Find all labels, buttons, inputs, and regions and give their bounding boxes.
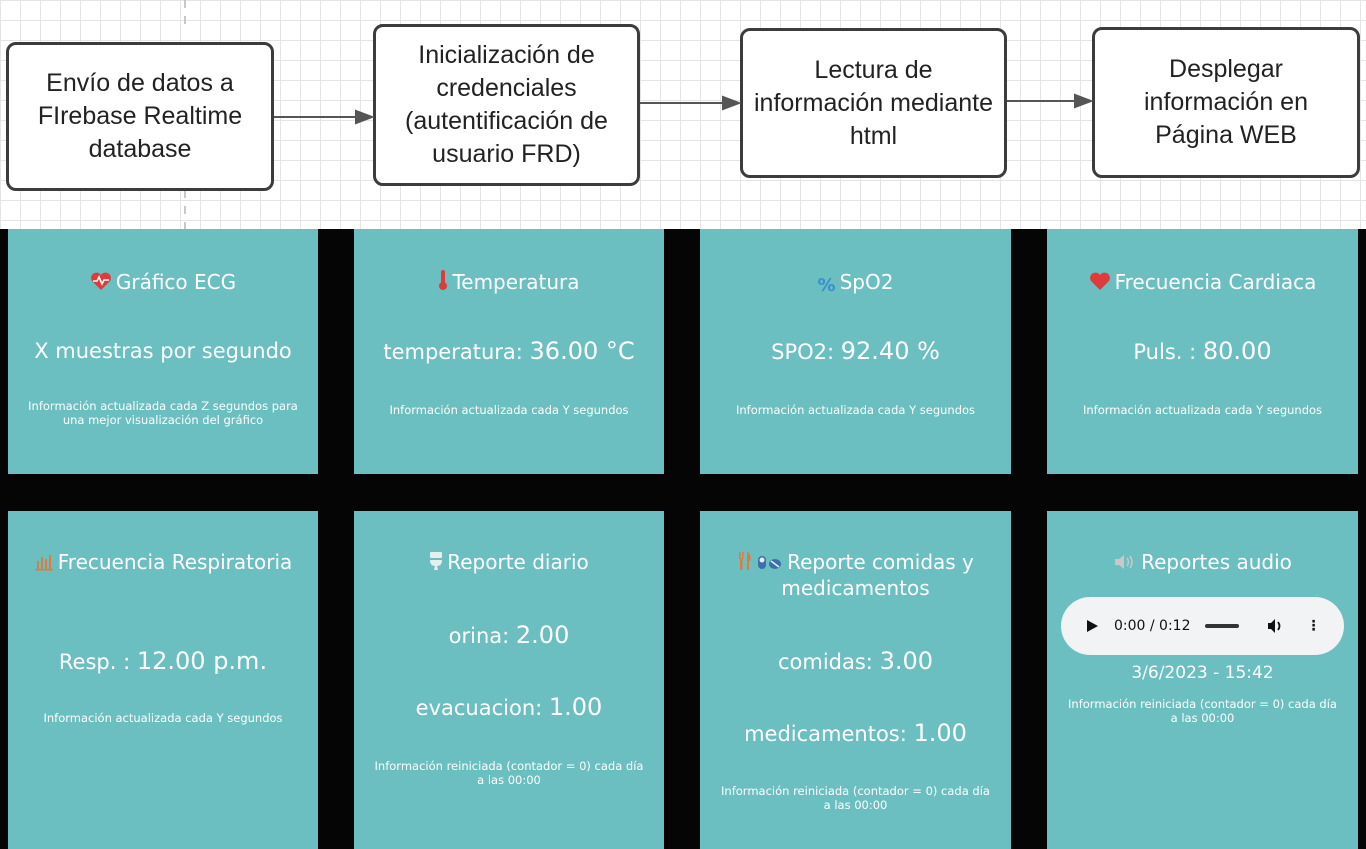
spo2-label: SPO2: [771,340,841,364]
pills-icon [758,556,782,569]
card-value: Resp. : 12.00 p.m. [8,647,318,676]
card-title: Frecuencia Cardiaca [1047,269,1358,295]
card-note: Información reiniciada (contador = 0) ca… [721,784,990,812]
card-spo2: %SpO2 SPO2: 92.40 % Información actualiz… [700,229,1011,474]
card-title-text: Reporte diario [447,550,589,574]
card-value: Puls. : 80.00 [1047,337,1358,366]
flow-step-read-html: Lectura de información mediante html [740,28,1007,178]
pulse-value: 80.00 [1202,337,1272,365]
card-title-text: SpO2 [839,270,894,294]
audio-player[interactable]: 0:00 / 0:12 ⋮ [1061,597,1344,655]
toilet-icon [430,552,443,570]
bar-chart-icon [34,555,53,571]
card-value: orina: 2.00 [354,621,664,650]
bowel-label: evacuacion: [415,696,549,720]
card-title: %SpO2 [700,269,1011,299]
card-temperature: Temperatura temperatura: 36.00 °C Inform… [354,229,664,474]
bowel-value: 1.00 [548,693,603,721]
card-title-text: Reporte comidas y medicamentos [781,550,974,600]
play-icon[interactable] [1087,620,1098,632]
card-daily-report: Reporte diario orina: 2.00 evacuacion: 1… [354,511,664,849]
meals-value: 3.00 [879,647,933,675]
volume-icon[interactable] [1267,618,1285,634]
medication-label: medicamentos: [744,722,914,746]
card-value: SPO2: 92.40 % [700,337,1011,366]
card-value: comidas: 3.00 [700,647,1011,676]
card-title-text: Reportes audio [1141,550,1292,574]
card-title: Reporte diario [354,549,664,575]
ecg-rate-value: X muestras por segundo [34,339,292,363]
card-note: Información actualizada cada Y segundos [735,403,976,417]
card-title: Gráfico ECG [8,269,318,295]
card-title: Frecuencia Respiratoria [8,549,318,575]
audio-date-value: 3/6/2023 - 15:42 [1131,663,1274,683]
temperature-value: 36.00 °C [529,337,635,365]
flow-step-credentials: Inicialización de credenciales (autentif… [373,24,640,186]
temperature-label: temperatura: [383,340,530,364]
card-title-text: Temperatura [452,270,580,294]
percent-icon: % [817,275,836,296]
card-note: Información actualizada cada Z segundos … [28,399,298,427]
card-heart-rate: Frecuencia Cardiaca Puls. : 80.00 Inform… [1047,229,1358,474]
heartbeat-icon [90,272,111,290]
flow-arrowhead-1 [355,109,375,125]
card-respiratory-rate: Frecuencia Respiratoria Resp. : 12.00 p.… [8,511,318,849]
card-ecg: Gráfico ECG X muestras por segundo Infor… [8,229,318,474]
card-audio-reports: Reportes audio 0:00 / 0:12 ⋮ 3/6/2023 - … [1047,511,1358,849]
resp-label: Resp. : [58,650,137,674]
card-note: Información reiniciada (contador = 0) ca… [374,759,644,787]
card-title-text: Gráfico ECG [115,270,237,294]
flow-arrowhead-2 [722,95,742,111]
thermometer-icon [439,270,448,290]
medication-value: 1.00 [913,719,967,747]
card-value: X muestras por segundo [8,337,318,365]
speaker-icon [1115,555,1133,569]
audio-date: 3/6/2023 - 15:42 [1047,661,1358,685]
card-note: Información actualizada cada Y segundos [389,403,629,417]
card-value: medicamentos: 1.00 [700,719,1011,748]
heart-icon [1089,272,1110,290]
dashboard-panel: Gráfico ECG X muestras por segundo Infor… [0,229,1366,849]
more-options-icon[interactable]: ⋮ [1306,618,1321,634]
card-title: Reporte comidas y medicamentos [700,549,1011,601]
urine-label: orina: [448,624,516,648]
card-value: temperatura: 36.00 °C [354,337,664,366]
utensils-icon [739,552,751,570]
card-value: evacuacion: 1.00 [354,693,664,722]
audio-progress-bar[interactable] [1204,624,1239,628]
resp-value: 12.00 p.m. [136,647,268,675]
spo2-value: 92.40 % [840,337,940,365]
guide-line [184,190,186,230]
card-title-text: Frecuencia Cardiaca [1114,270,1317,294]
card-note: Información actualizada cada Y segundos [43,711,283,725]
card-title: Temperatura [354,269,664,295]
flow-step-firebase: Envío de datos a FIrebase Realtime datab… [6,42,274,191]
card-note: Información reiniciada (contador = 0) ca… [1068,697,1337,725]
guide-line [184,0,186,30]
audio-time: 0:00 / 0:12 [1114,618,1191,634]
flow-arrowhead-3 [1074,93,1094,109]
meals-label: comidas: [777,650,880,674]
urine-value: 2.00 [515,621,570,649]
pulse-label: Puls. : [1133,340,1203,364]
card-meals-medication: Reporte comidas y medicamentos comidas: … [700,511,1011,849]
flow-step-web-page: Desplegar información en Página WEB [1092,27,1360,178]
card-title-text: Frecuencia Respiratoria [57,550,293,574]
card-title: Reportes audio [1047,549,1358,575]
card-note: Información actualizada cada Y segundos [1082,403,1323,417]
